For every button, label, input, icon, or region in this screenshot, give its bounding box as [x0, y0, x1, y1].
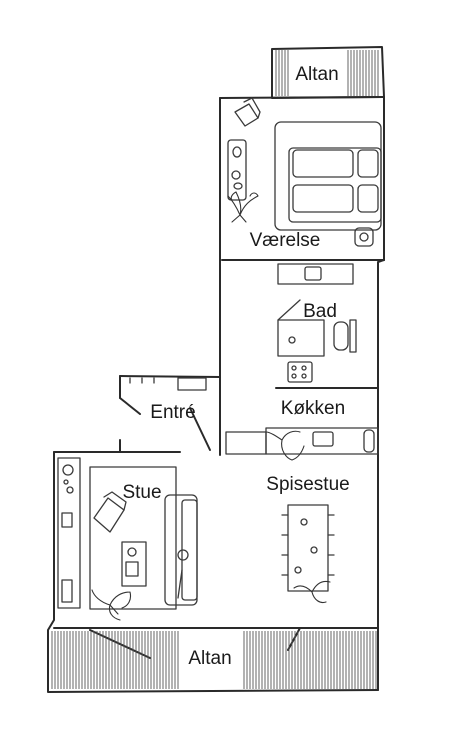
dining-plant — [293, 580, 331, 604]
chairs-left — [281, 514, 289, 576]
label-stue: Stue — [122, 482, 161, 503]
dining-table — [287, 504, 329, 592]
chair — [234, 103, 259, 127]
kitchen-plant — [265, 430, 305, 461]
sink — [304, 266, 322, 281]
label-vaerelse: Værelse — [250, 230, 321, 251]
bedroom-furniture — [227, 97, 382, 247]
kitchen-sink — [312, 431, 334, 447]
shower — [277, 319, 325, 357]
chairs-right — [327, 514, 335, 576]
plant — [227, 191, 259, 223]
coffee-table — [121, 541, 147, 587]
label-spisestue: Spisestue — [266, 474, 349, 495]
label-entre: Entré — [150, 402, 195, 423]
armchair — [93, 497, 125, 533]
label-altan-top: Altan — [295, 64, 338, 85]
entry-furniture — [129, 377, 207, 391]
kitchen-counter — [265, 427, 379, 455]
kitchen-counter — [225, 431, 267, 455]
bottom-balcony-hatching — [51, 631, 377, 689]
radiator — [354, 227, 374, 247]
dining-room-furniture — [281, 504, 335, 604]
shelf — [227, 139, 247, 201]
double-bed — [274, 121, 382, 231]
label-altan-bottom: Altan — [188, 648, 231, 669]
rug — [89, 466, 177, 610]
label-koekken: Køkken — [281, 398, 345, 419]
bookshelf — [57, 457, 81, 609]
kitchen-furniture — [225, 427, 379, 461]
label-bad: Bad — [303, 301, 337, 322]
washing-machine — [287, 361, 313, 383]
bathroom-counter — [277, 263, 354, 285]
bottom-balcony — [51, 627, 379, 689]
outer-walls — [47, 96, 385, 693]
living-room-plant — [91, 589, 132, 621]
coat-rack — [177, 377, 207, 391]
living-room-furniture — [57, 457, 198, 621]
toilet — [333, 321, 349, 351]
top-balcony-hatching — [275, 50, 379, 96]
pillow — [292, 184, 354, 213]
bathroom-fixtures — [277, 263, 357, 383]
pillow — [292, 149, 354, 178]
